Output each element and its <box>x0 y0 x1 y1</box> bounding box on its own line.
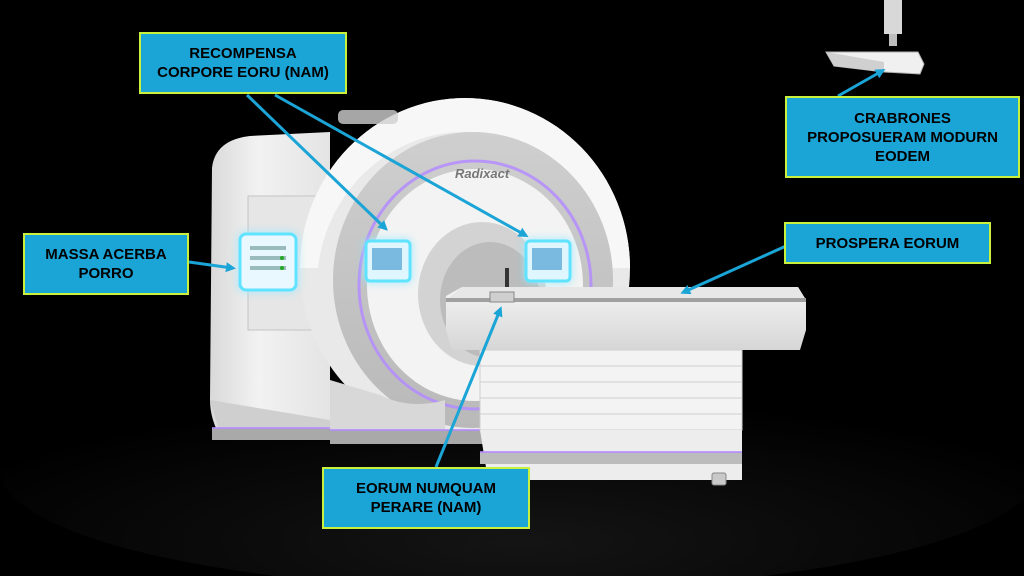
ceiling-laser <box>825 0 925 75</box>
callout-prospera-eorum: PROSPERA EORUM <box>784 222 991 264</box>
left-bore-monitor <box>364 239 412 283</box>
arrow-recompensa-left <box>245 93 388 231</box>
callout-recompensa-corpore: RECOMPENSA CORPORE EORU (NAM) <box>139 32 347 94</box>
arrow-recompensa-right <box>274 93 529 237</box>
arrow-crabrones <box>837 69 886 98</box>
right-bore-monitor <box>524 239 572 283</box>
arrow-prospera <box>680 244 787 295</box>
side-panel-monitor <box>238 232 298 292</box>
arrow-eorum <box>434 306 503 468</box>
pointer-arrows <box>188 69 886 468</box>
callout-eorum-numquam: EORUM NUMQUAM PERARE (NAM) <box>322 467 530 529</box>
callout-crabrones: CRABRONES PROPOSUERAM MODURN EODEM <box>785 96 1020 178</box>
arrow-massa <box>188 260 236 273</box>
callout-massa-acerba: MASSA ACERBA PORRO <box>23 233 189 295</box>
brand-label: Radixact <box>455 166 510 181</box>
